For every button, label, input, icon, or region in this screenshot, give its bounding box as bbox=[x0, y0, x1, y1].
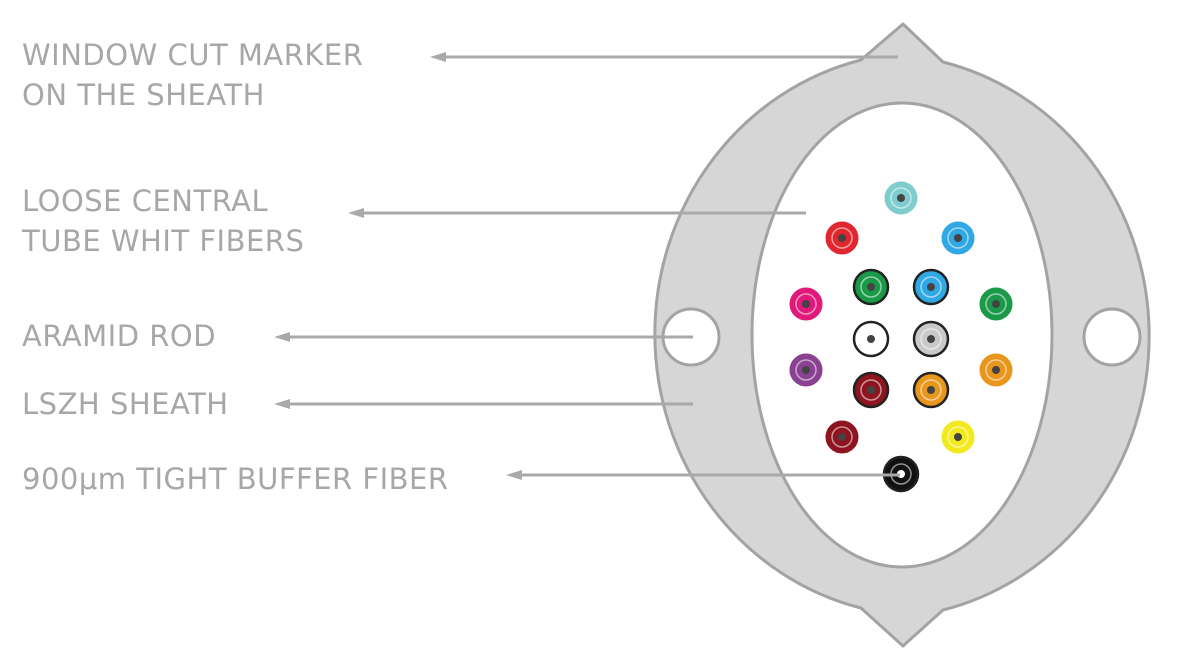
arrowhead-lszh-sheath bbox=[274, 399, 290, 409]
fiber-outer-dark-red bbox=[824, 419, 860, 455]
fiber-coating bbox=[831, 426, 853, 448]
fiber-inner-green bbox=[852, 268, 890, 306]
fiber-coating bbox=[947, 227, 969, 249]
fiber-coating bbox=[920, 276, 942, 298]
fiber-core bbox=[927, 283, 935, 291]
fiber-coating bbox=[860, 328, 882, 350]
fiber-core bbox=[867, 335, 875, 343]
arrowhead-loose-tube bbox=[348, 208, 364, 218]
fiber-outer-rose bbox=[788, 286, 824, 322]
fiber-group bbox=[788, 180, 1014, 493]
arrowhead-aramid-rod bbox=[274, 332, 290, 342]
loose-central-tube bbox=[750, 101, 1054, 569]
fiber-core bbox=[867, 283, 875, 291]
fiber-core bbox=[838, 234, 846, 242]
fiber-core bbox=[838, 433, 846, 441]
arrowhead-window-cut-marker bbox=[430, 52, 446, 62]
fiber-inner-orange bbox=[912, 371, 950, 409]
fiber-coating bbox=[985, 359, 1007, 381]
fiber-core bbox=[954, 234, 962, 242]
fiber-coating bbox=[920, 379, 942, 401]
fiber-coating bbox=[860, 379, 882, 401]
fiber-coating bbox=[860, 276, 882, 298]
fiber-coating bbox=[831, 227, 853, 249]
fiber-outer-red bbox=[824, 220, 860, 256]
fiber-inner-white bbox=[852, 320, 890, 358]
leader-lines bbox=[274, 52, 900, 480]
arrowhead-tight-buffer-fiber bbox=[506, 470, 522, 480]
fiber-core bbox=[992, 366, 1000, 374]
fiber-core bbox=[802, 366, 810, 374]
fiber-core bbox=[954, 433, 962, 441]
fiber-core bbox=[992, 300, 1000, 308]
fiber-core bbox=[897, 194, 905, 202]
label-lszh-sheath: LSZH SHEATH bbox=[22, 387, 229, 421]
fiber-outer-black bbox=[882, 455, 920, 493]
fiber-inner-blue bbox=[912, 268, 950, 306]
fiber-core bbox=[927, 386, 935, 394]
fiber-core bbox=[927, 335, 935, 343]
fiber-inner-grey bbox=[912, 320, 950, 358]
label-loose-central-tube: LOOSE CENTRAL TUBE WHIT FIBERS bbox=[22, 184, 305, 258]
label-tight-buffer-fiber: 900μm TIGHT BUFFER FIBER bbox=[22, 462, 449, 496]
fiber-coating bbox=[920, 328, 942, 350]
label-aramid-rod: ARAMID ROD bbox=[22, 319, 217, 353]
fiber-core bbox=[867, 386, 875, 394]
fiber-outer-aqua bbox=[883, 180, 919, 216]
fiber-outer-green bbox=[978, 286, 1014, 322]
fiber-inner-dark-red bbox=[852, 371, 890, 409]
fiber-outer-blue bbox=[940, 220, 976, 256]
label-window-cut-marker: WINDOW CUT MARKER ON THE SHEATH bbox=[22, 38, 364, 112]
fiber-outer-yellow bbox=[940, 419, 976, 455]
fiber-coating bbox=[795, 359, 817, 381]
aramid-rod-right bbox=[1082, 307, 1142, 367]
fiber-coating bbox=[890, 187, 912, 209]
fiber-outer-violet bbox=[788, 352, 824, 388]
fiber-coating bbox=[795, 293, 817, 315]
fiber-coating bbox=[947, 426, 969, 448]
fiber-core bbox=[802, 300, 810, 308]
fiber-outer-orange bbox=[978, 352, 1014, 388]
fiber-coating bbox=[985, 293, 1007, 315]
